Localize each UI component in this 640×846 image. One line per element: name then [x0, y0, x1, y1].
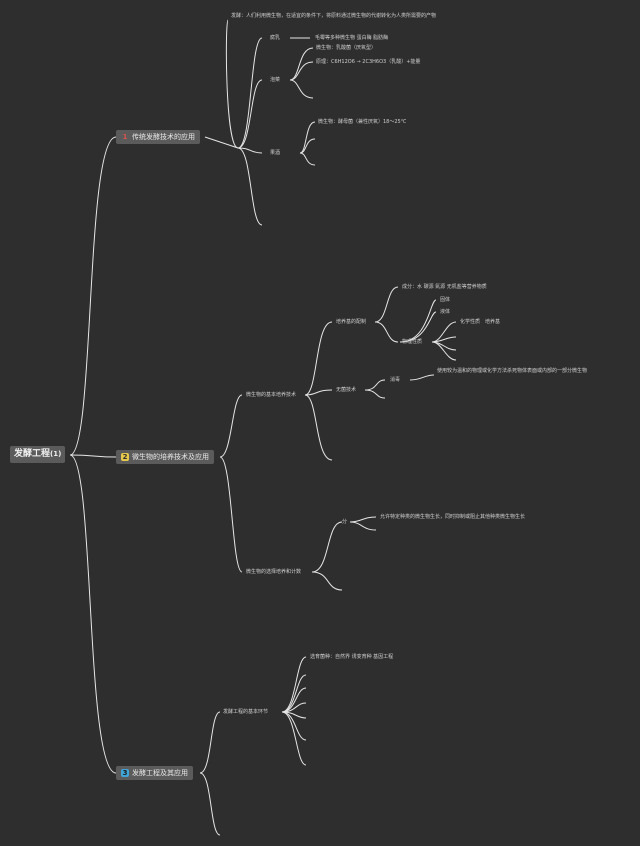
branch-3-node[interactable]: 3 发酵工程及其应用 [116, 766, 193, 780]
b2-s2a: 分 [342, 519, 348, 525]
branch-2-label: 微生物的培养技术及应用 [132, 453, 209, 461]
b2-s1a4: 物理性质 [402, 339, 423, 345]
b1-sub1-detail: 毛霉等多种微生物 蛋白酶 脂肪酶 [315, 35, 389, 41]
b1-sub2: 泡菜 [270, 77, 281, 83]
b2-s1b1: 消毒 [390, 377, 401, 383]
b2-s2a1: 允许特定种类的微生物生长，同时抑制或阻止其他种类微生物生长 [380, 514, 526, 520]
b2-s1a: 培养基的配制 [336, 319, 367, 325]
branch-1-label: 传统发酵技术的应用 [132, 133, 195, 141]
root-title: 发酵工程 [14, 449, 51, 459]
b2-s1a3: 液体 [440, 309, 451, 315]
root-suffix: (1) [50, 450, 62, 458]
branch-3-number-badge: 3 [121, 769, 129, 777]
b3-s1a: 选育菌种：自然界 诱变育种 基因工程 [310, 654, 394, 660]
branch-2-number-badge: 2 [121, 453, 129, 461]
b2-s1b: 无菌技术 [336, 387, 357, 393]
b1-sub2-b: 原理：C6H12O6 → 2C3H6O3（乳酸）+能量 [316, 59, 421, 65]
b1-sub2-a: 微生物：乳酸菌（厌氧型） [316, 45, 377, 51]
root-node[interactable]: 发酵工程(1) [10, 446, 66, 463]
b1-definition: 发酵：人们利用微生物，在适宜的条件下，将原料通过微生物的代谢转化为人类所需要的产… [231, 13, 437, 19]
b1-sub3-a: 微生物：酵母菌（兼性厌氧）18～25℃ [318, 119, 407, 125]
b1-sub3: 果酒 [270, 150, 281, 156]
b2-s1: 微生物的基本培养技术 [246, 392, 297, 398]
b3-s1: 发酵工程的基本环节 [223, 709, 269, 715]
b2-s1b2: 使用较为温和的物理或化学方法杀死物体表面或内部的一部分微生物 [437, 368, 588, 374]
b1-sub1: 腐乳 [270, 35, 281, 41]
branch-1-number-badge: 1 [122, 133, 128, 141]
branch-1-node[interactable]: 1 传统发酵技术的应用 [116, 130, 200, 144]
b2-s1a1: 成分：水 碳源 氮源 无机盐等营养物质 [402, 284, 487, 290]
branch-3-label: 发酵工程及其应用 [132, 769, 188, 777]
b2-s2: 微生物的选择培养和计数 [246, 569, 302, 575]
b2-s1a5: 化学性质 培养基 [460, 319, 501, 325]
b2-s1a2: 固体 [440, 297, 451, 303]
branch-2-node[interactable]: 2 微生物的培养技术及应用 [116, 450, 214, 464]
